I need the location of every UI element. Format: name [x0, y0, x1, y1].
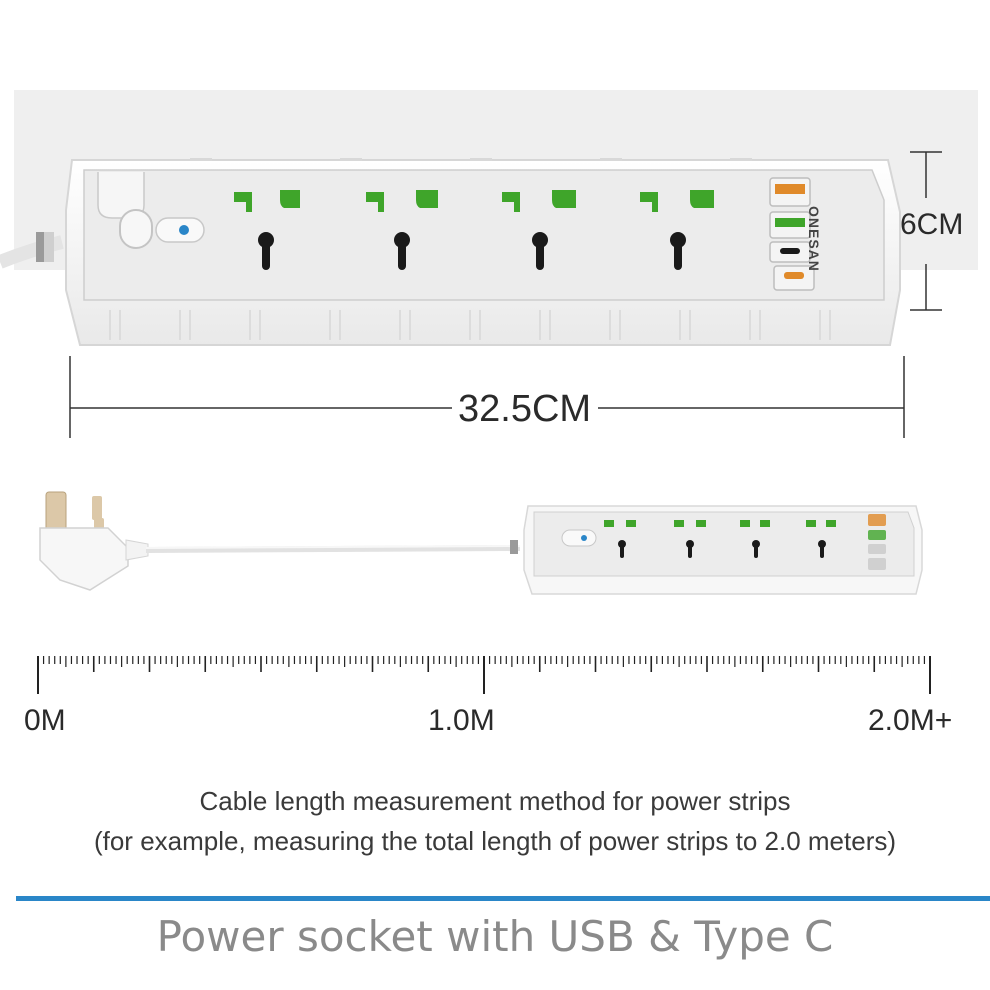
- cable: [145, 545, 521, 553]
- caption-line-1: Cable length measurement method for powe…: [199, 786, 791, 816]
- ruler-start-label: 0M: [24, 704, 66, 737]
- caption-line-2: (for example, measuring the total length…: [93, 826, 897, 856]
- ruler-end-label: 2.0M+: [868, 704, 953, 737]
- height-label: 6CM: [900, 208, 964, 241]
- length-dimension-line: [69, 356, 905, 438]
- power-switch: [97, 172, 205, 249]
- socket-3: [502, 190, 576, 270]
- brand-logo: ONESAN: [806, 206, 822, 272]
- plug-illustration: [39, 491, 149, 591]
- socket-1: [234, 190, 300, 270]
- usb-port-group: [769, 177, 815, 291]
- small-power-strip: [523, 505, 923, 595]
- height-dimension-line: [910, 151, 942, 311]
- socket-4: [640, 190, 714, 270]
- socket-2: [366, 190, 438, 270]
- top-vents: [190, 158, 752, 161]
- ruler-mid-label: 1.0M: [428, 704, 495, 737]
- power-cord-stub: [0, 232, 64, 269]
- footer-title: Power socket with USB & Type C: [156, 912, 834, 961]
- divider-line: [16, 896, 990, 901]
- ruler: [37, 656, 931, 694]
- bottom-ribs: [109, 310, 831, 340]
- length-label: 32.5CM: [458, 388, 592, 430]
